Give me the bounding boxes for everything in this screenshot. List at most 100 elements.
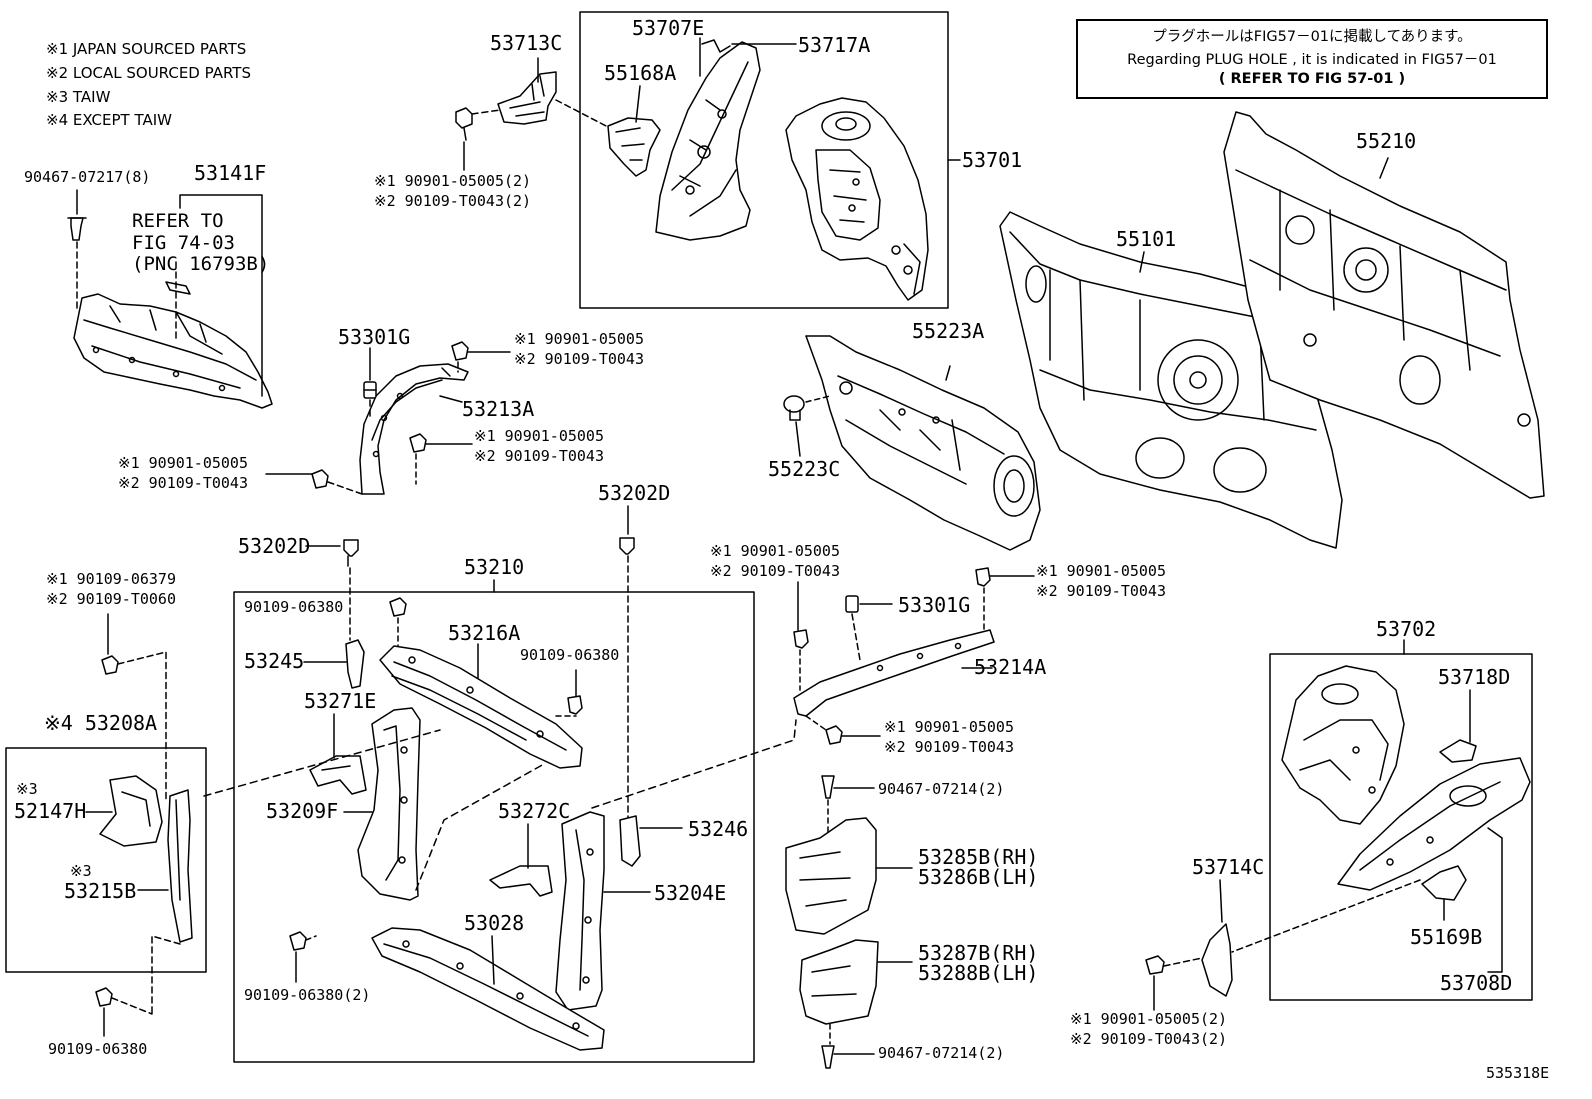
label-53285B[interactable]: 53285B(RH) [918, 845, 1039, 869]
label-fastener[interactable]: ※1 90901-05005 [474, 427, 604, 445]
label-53214A[interactable]: 53214A [974, 655, 1047, 679]
part-53246[interactable] [619, 815, 641, 867]
part-53702-wheelhouse[interactable] [1281, 665, 1405, 825]
bolt-f2[interactable] [451, 341, 469, 361]
label-fastener[interactable]: ※1 90109-06379 [46, 570, 176, 588]
label-90109-06380-2[interactable]: 90109-06380(2) [244, 986, 371, 1004]
bolt-90109-06380-a[interactable] [389, 597, 407, 617]
bolt-f7[interactable] [975, 567, 991, 587]
label-fastener[interactable]: ※2 90109-T0043(2) [374, 192, 532, 210]
label-fastener[interactable]: ※2 90109-T0043 [514, 350, 644, 368]
label-53707E[interactable]: 53707E [632, 16, 705, 40]
label-fastener[interactable]: ※2 90109-T0043 [1036, 582, 1166, 600]
bolt-90109-06379[interactable] [101, 655, 119, 675]
label-53702[interactable]: 53702 [1376, 617, 1437, 641]
label-fastener[interactable]: ※1 90901-05005(2) [1070, 1010, 1228, 1028]
bolt-53202D-right[interactable] [619, 537, 635, 555]
bolt-f4[interactable] [311, 469, 329, 489]
label-fastener[interactable]: ※1 90901-05005 [884, 718, 1014, 736]
note-line-refer[interactable]: ( REFER TO FIG 57-01 ) [1218, 71, 1406, 87]
label-53287B[interactable]: 53287B(RH) [918, 941, 1039, 965]
bolt-90901-05005[interactable] [455, 107, 473, 141]
part-53141F-cover[interactable] [73, 281, 273, 409]
label-53209F[interactable]: 53209F [266, 799, 339, 823]
label-90467-07214[interactable]: 90467-07214(2) [878, 1044, 1005, 1062]
label-90467-07214[interactable]: 90467-07214(2) [878, 780, 1005, 798]
part-53287B-shield[interactable] [799, 939, 879, 1025]
bolt-90109-06380-c[interactable] [95, 987, 113, 1007]
label-53301G[interactable]: 53301G [898, 593, 971, 617]
bolt-90109-06380-b[interactable] [567, 695, 583, 715]
part-53213A-arm[interactable] [359, 363, 469, 495]
part-53708D-apron[interactable] [1337, 757, 1531, 891]
label-53245[interactable]: 53245 [244, 649, 305, 673]
part-53285B-shield[interactable] [785, 817, 877, 935]
part-53301G-cushion-b[interactable] [845, 595, 859, 613]
part-53701-wheelhouse[interactable] [785, 97, 929, 301]
part-53214A-arm[interactable] [793, 629, 995, 717]
refer-line[interactable]: FIG 74-03 [132, 232, 235, 254]
part-53028-lower-member[interactable] [371, 927, 605, 1051]
label-53301G[interactable]: 53301G [338, 325, 411, 349]
label-53271E[interactable]: 53271E [304, 689, 377, 713]
part-53215B[interactable] [167, 789, 193, 943]
label-53202D[interactable]: 53202D [598, 481, 671, 505]
label-fastener[interactable]: ※1 90901-05005 [514, 330, 644, 348]
bolt-90109-06380-2[interactable] [289, 931, 307, 951]
label-55168A[interactable]: 55168A [604, 61, 677, 85]
label-53288B[interactable]: 53288B(LH) [918, 961, 1039, 985]
label-90109-06380[interactable]: 90109-06380 [48, 1040, 148, 1058]
part-53209F-support[interactable] [357, 707, 421, 901]
label-53213A[interactable]: 53213A [462, 397, 535, 421]
label-53714C[interactable]: 53714C [1192, 855, 1265, 879]
label-fastener[interactable]: ※2 90109-T0043 [118, 474, 248, 492]
label-fastener[interactable]: ※1 90901-05005 [1036, 562, 1166, 580]
label-53718D[interactable]: 53718D [1438, 665, 1511, 689]
label-52147H[interactable]: 52147H [14, 799, 87, 823]
part-53301G-cushion-a[interactable] [363, 381, 377, 399]
bolt-f3[interactable] [409, 433, 427, 453]
part-52147H[interactable] [99, 775, 163, 847]
part-53245[interactable] [345, 639, 365, 689]
part-53707E-apron[interactable] [655, 39, 761, 241]
label-fastener[interactable]: ※2 90109-T0060 [46, 590, 176, 608]
label-90467-07217[interactable]: 90467-07217(8) [24, 168, 151, 186]
label-55210[interactable]: 55210 [1356, 129, 1417, 153]
label-90109-06380[interactable]: 90109-06380 [244, 598, 344, 616]
label-55169B[interactable]: 55169B [1410, 925, 1483, 949]
label-fastener[interactable]: ※1 90901-05005(2) [374, 172, 532, 190]
label-fastener[interactable]: ※2 90109-T0043 [710, 562, 840, 580]
clip-90467-07217[interactable] [67, 217, 87, 241]
label-53202D[interactable]: 53202D [238, 534, 311, 558]
part-53718D[interactable] [1439, 739, 1477, 763]
label-53216A[interactable]: 53216A [448, 621, 521, 645]
part-55168A[interactable] [607, 117, 661, 177]
label-53204E[interactable]: 53204E [654, 881, 727, 905]
bolt-f6[interactable] [793, 629, 809, 649]
label-fastener[interactable]: ※2 90109-T0043 [474, 447, 604, 465]
label-53028[interactable]: 53028 [464, 911, 525, 935]
clip-55223C[interactable] [783, 395, 805, 421]
part-55223A-silencer[interactable] [805, 335, 1041, 551]
label-53208A[interactable]: ※4 53208A [44, 711, 158, 735]
label-fastener[interactable]: ※1 90901-05005 [118, 454, 248, 472]
label-53246[interactable]: 53246 [688, 817, 749, 841]
label-53701[interactable]: 53701 [962, 148, 1023, 172]
clip-90467-07214-a[interactable] [821, 775, 835, 799]
part-53714C[interactable] [1201, 923, 1233, 997]
bolt-f8[interactable] [825, 725, 843, 745]
bolt-53202D-left[interactable] [343, 539, 359, 567]
label-53141F[interactable]: 53141F [194, 161, 267, 185]
label-53708D[interactable]: 53708D [1440, 971, 1513, 995]
label-fastener[interactable]: ※1 90901-05005 [710, 542, 840, 560]
part-53204E-support[interactable] [555, 811, 605, 1011]
label-55101[interactable]: 55101 [1116, 227, 1177, 251]
part-53216A-member[interactable] [379, 645, 583, 769]
label-53215B[interactable]: 53215B [64, 879, 137, 903]
label-55223A[interactable]: 55223A [912, 319, 985, 343]
label-53210[interactable]: 53210 [464, 555, 525, 579]
label-53286B[interactable]: 53286B(LH) [918, 865, 1039, 889]
label-55223C[interactable]: 55223C [768, 457, 841, 481]
clip-90467-07214-b[interactable] [821, 1045, 835, 1069]
bolt-f9[interactable] [1145, 955, 1165, 975]
